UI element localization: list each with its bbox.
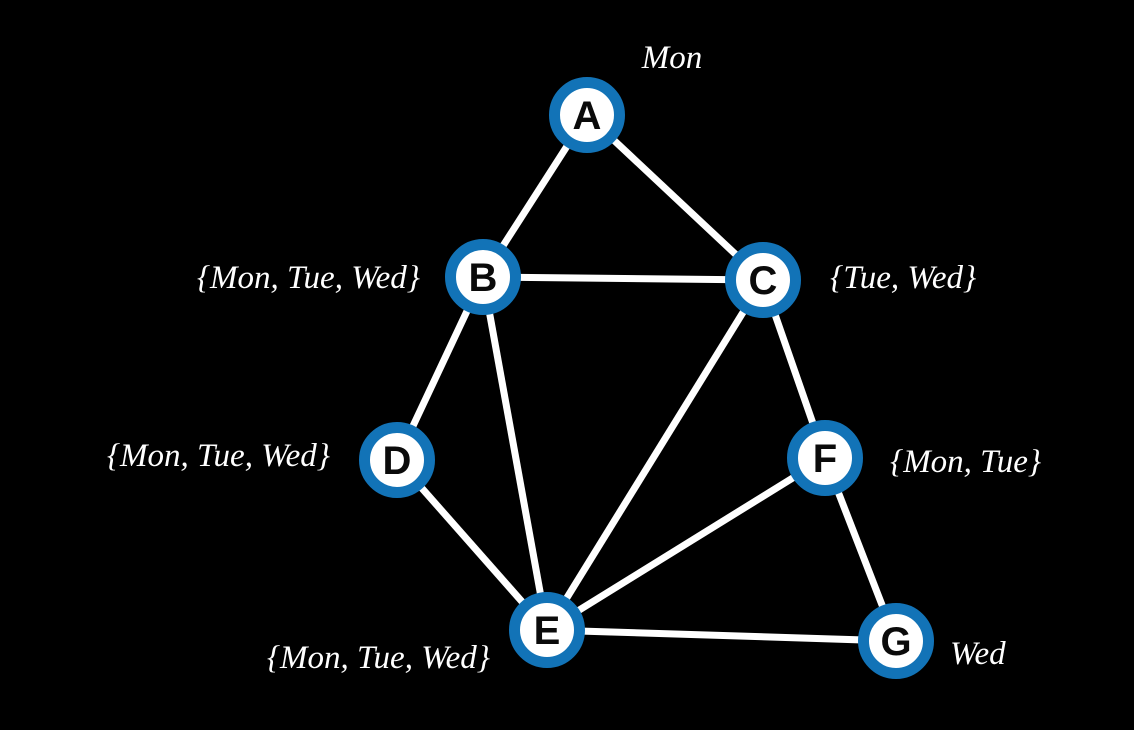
edge-B-C [482,273,764,284]
node-domain-label-E: {Mon, Tue, Wed} [267,640,490,676]
node-letter-A: A [573,94,602,138]
node-B: B {Mon, Tue, Wed} [197,239,521,315]
node-G: G Wed [858,603,1006,679]
node-circle-F [787,420,863,496]
node-domain-label-F: {Mon, Tue} [890,444,1041,480]
node-circle-G [858,603,934,679]
node-circle-A [549,77,625,153]
node-circle-E [509,592,585,668]
node-letter-B: B [469,256,498,300]
node-letter-D: D [383,439,412,483]
node-circle-C [725,242,801,318]
node-D: D {Mon, Tue, Wed} [107,422,435,498]
node-letter-C: C [749,259,778,303]
node-letter-E: E [534,609,561,653]
edge-B-E [479,276,551,631]
node-domain-label-B: {Mon, Tue, Wed} [197,260,420,296]
node-letter-F: F [813,437,837,481]
edge-C-E [544,278,766,632]
edge-E-G [546,626,897,645]
node-domain-label-D: {Mon, Tue, Wed} [107,438,330,474]
node-A: A Mon [549,40,703,153]
node-domain-label-C: {Tue, Wed} [830,260,976,296]
node-C: C {Tue, Wed} [725,242,976,318]
node-F: F {Mon, Tue} [787,420,1041,496]
node-E: E {Mon, Tue, Wed} [267,592,585,676]
node-circle-D [359,422,435,498]
edge-E-F [545,455,827,633]
node-domain-label-G: Wed [950,636,1006,672]
edge-A-C [584,112,766,283]
node-circle-B [445,239,521,315]
node-letter-G: G [880,620,911,664]
node-domain-label-A: Mon [641,40,703,76]
